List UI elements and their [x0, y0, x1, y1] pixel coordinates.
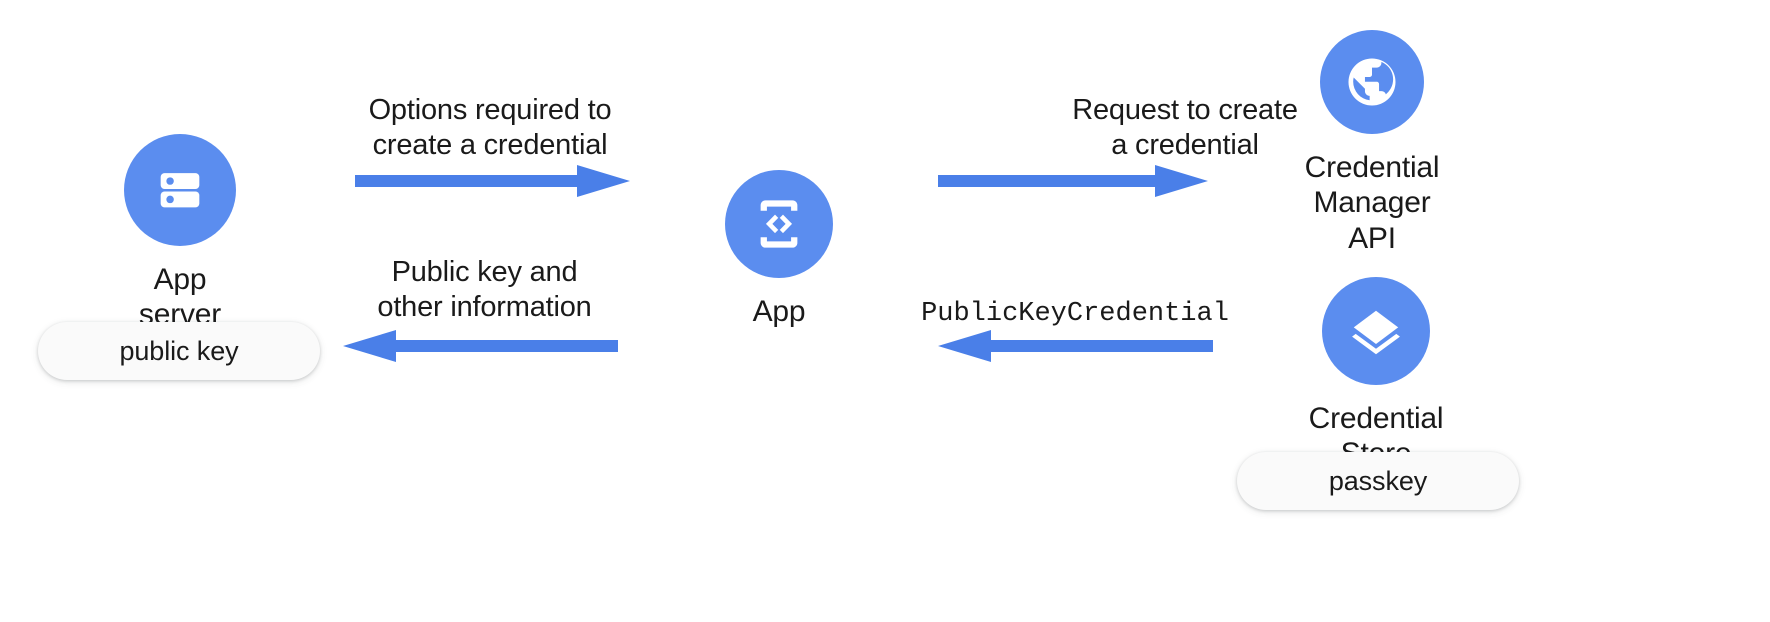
arrow-request-to-create [938, 163, 1208, 199]
credential-manager-api-circle [1320, 30, 1424, 134]
caption-request-to-create: Request to create a credential [1072, 94, 1298, 161]
app-server-circle [124, 134, 236, 246]
arrow-right-icon [938, 165, 1208, 197]
node-credential-store: Credential Store [1309, 277, 1444, 472]
globe-icon [1348, 58, 1396, 106]
caption-publickeycredential: PublicKeyCredential [921, 299, 1229, 329]
node-label-app: App [752, 295, 806, 328]
node-label-credential-manager-api: Credential Manager API [1304, 151, 1440, 255]
server-icon [160, 173, 200, 208]
public-key-pill-label: public key [119, 335, 239, 366]
node-app-server: App server [124, 134, 236, 333]
passkey-pill: passkey [1237, 452, 1519, 510]
node-app: App [725, 170, 833, 329]
phone-code-icon [760, 200, 798, 248]
node-credential-manager-api: Credential Manager API [1305, 30, 1440, 256]
arrow-left-icon [343, 330, 618, 362]
arrow-publickeycredential [928, 328, 1213, 364]
caption-public-key-return: Public key and other information [377, 256, 592, 323]
caption-options-required: Options required to create a credential [368, 94, 612, 161]
credential-store-circle [1322, 277, 1430, 385]
arrow-left-icon [938, 330, 1213, 362]
layers-icon [1352, 310, 1400, 355]
public-key-pill: public key [38, 322, 320, 380]
arrow-options-required [355, 163, 630, 199]
app-circle [725, 170, 833, 278]
passkey-pill-label: passkey [1328, 465, 1428, 496]
arrow-public-key-return [340, 328, 618, 364]
arrow-right-icon [355, 165, 630, 197]
